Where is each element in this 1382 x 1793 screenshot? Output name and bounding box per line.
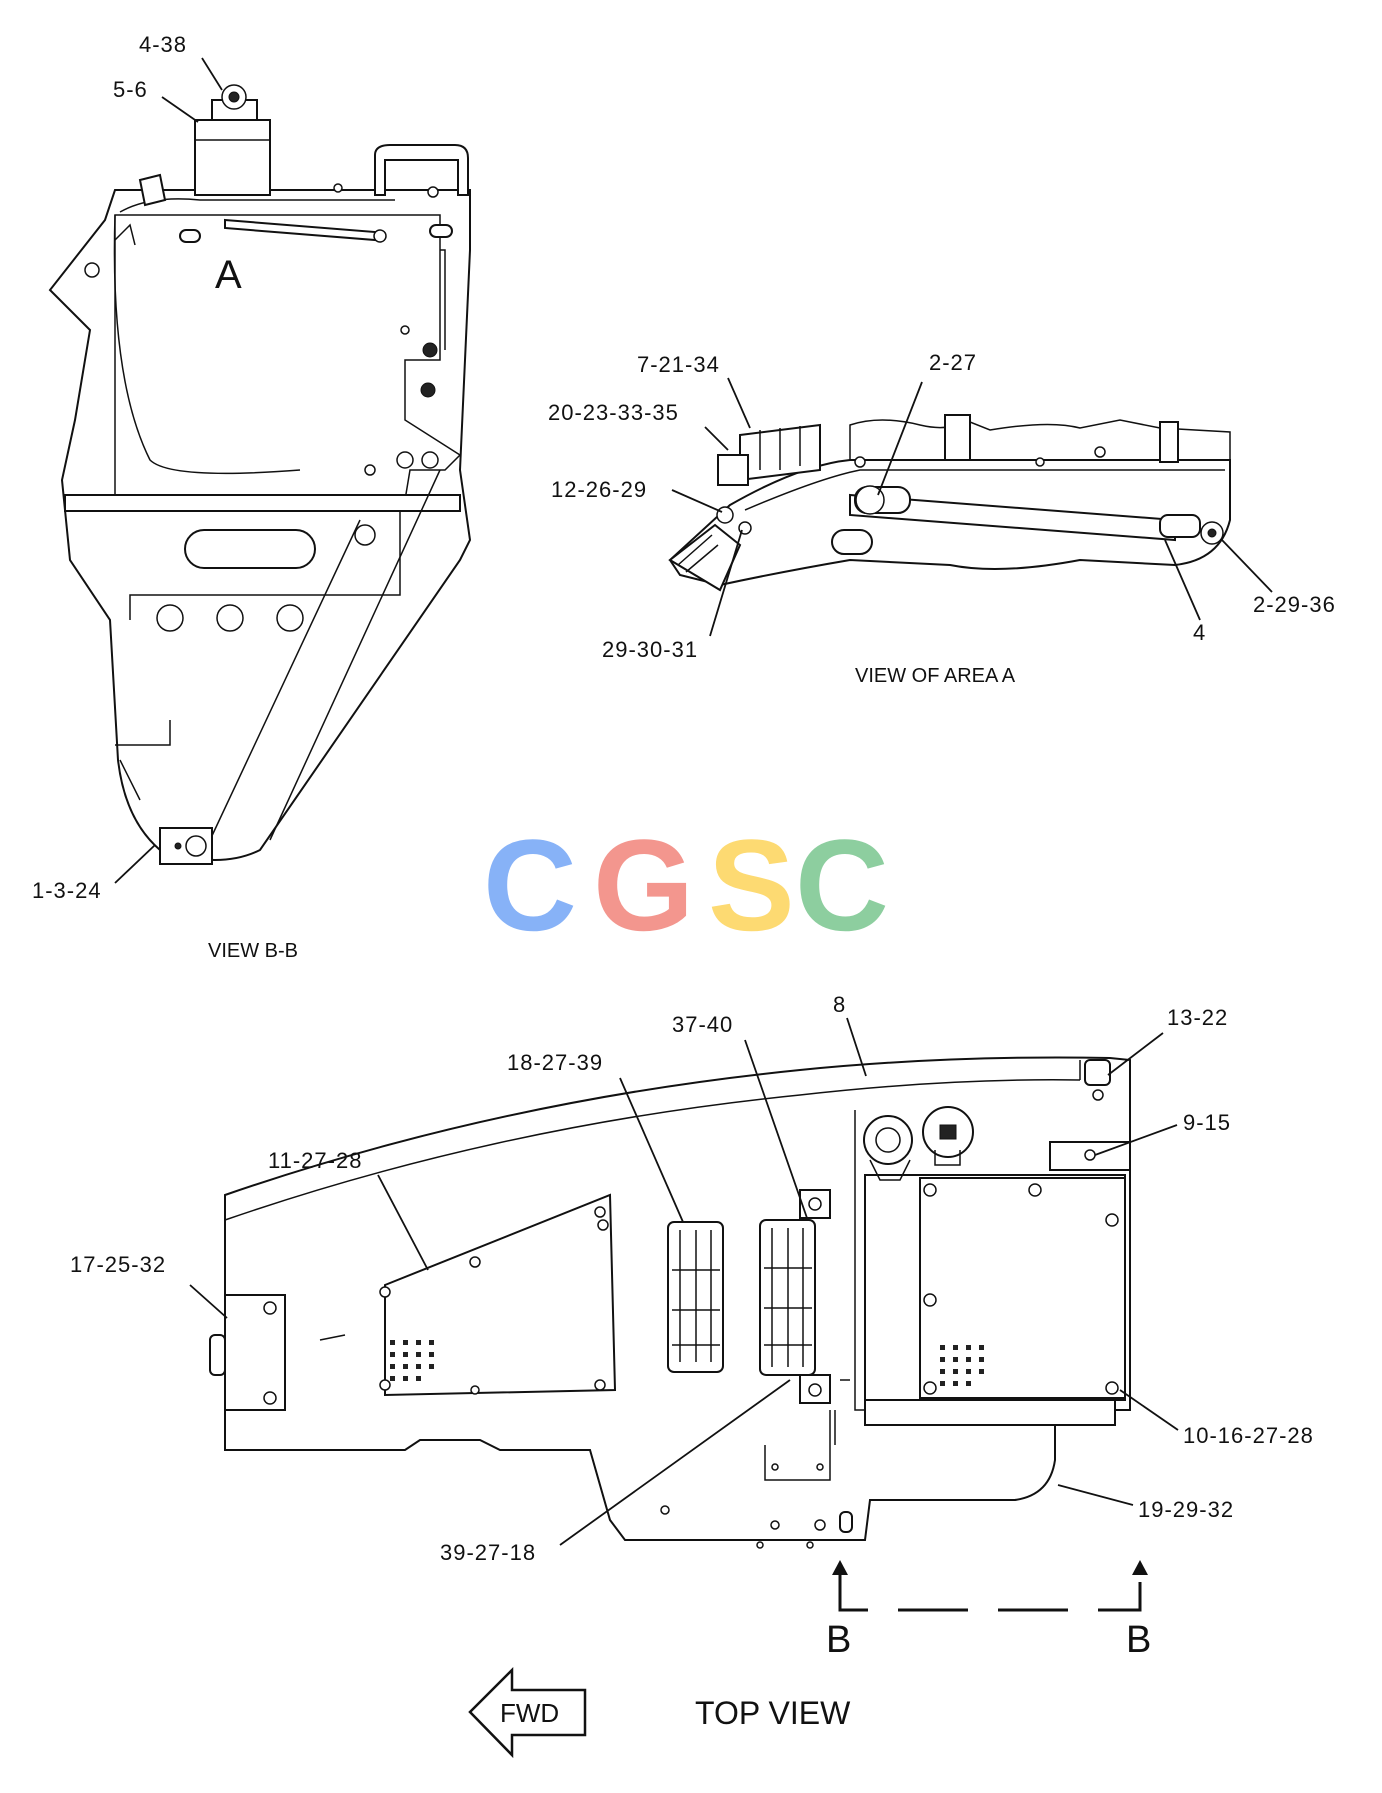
leader-17-25-32 [189,1284,228,1319]
view-area-a: 7-21-34 2-27 20-23-33-35 12-26-29 29-30-… [548,350,1336,687]
leader-10-16-27-28 [1119,1389,1179,1431]
leader-18-27-39 [619,1077,684,1223]
fwd-label: FWD [500,1698,559,1728]
leader-1-3-24 [114,844,156,884]
callout-12-26-29: 12-26-29 [551,477,647,502]
leader-9-15 [1094,1124,1178,1156]
watermark-letter-s: S [708,812,795,958]
leader-19-29-32 [1057,1484,1134,1506]
watermark-letter-c1: C [483,812,577,958]
callout-11-27-28: 11-27-28 [268,1148,362,1173]
callout-2-29-36: 2-29-36 [1253,592,1336,617]
callout-2-27: 2-27 [929,350,977,375]
callout-20-23-33-35: 20-23-33-35 [548,400,679,425]
view-area-a-caption: VIEW OF AREA A [855,665,1016,687]
leader-4-38 [201,57,223,91]
callout-4: 4 [1193,620,1206,645]
callout-29-30-31: 29-30-31 [602,637,698,662]
callout-7-21-34: 7-21-34 [637,352,720,377]
leader-2-27 [877,381,923,496]
callout-10-16-27-28: 10-16-27-28 [1183,1423,1314,1448]
fwd-arrow [468,1666,587,1759]
section-mark-b-right: B [1126,1619,1151,1661]
leader-39-27-18 [559,1379,791,1546]
callout-19-29-32: 19-29-32 [1138,1497,1234,1522]
top-view: 8 37-40 13-22 18-27-39 9-15 11-27-28 17-… [70,992,1314,1759]
cgsc-watermark: C G S C [483,812,889,958]
leader-11-27-28 [377,1174,429,1271]
section-arrow-right [1132,1560,1148,1575]
section-mark-b-left: B [826,1619,851,1661]
callout-17-25-32: 17-25-32 [70,1252,166,1277]
leader-29-30-31 [709,529,743,637]
callout-8: 8 [833,992,846,1017]
left-panel-grid [390,1340,434,1381]
watermark-letter-g: G [593,812,694,958]
section-arrow-left [832,1560,848,1575]
callout-9-15: 9-15 [1183,1110,1231,1135]
leader-13-22 [1107,1032,1164,1076]
leader-2-29-36 [1221,539,1273,593]
callout-37-40: 37-40 [672,1012,733,1037]
callout-1-3-24: 1-3-24 [32,878,102,903]
callout-4-38: 4-38 [139,32,187,57]
watermark-letter-c2: C [795,812,889,958]
view-bb: A 4-38 5-6 1-3-24 VIEW B-B [32,32,472,962]
leader-20-23-33-35 [704,426,729,451]
leader-7-21-34 [727,377,751,429]
leader-12-26-29 [671,489,723,513]
leader-8 [846,1017,867,1077]
callout-39-27-18: 39-27-18 [440,1540,536,1565]
leader-5-6 [161,96,199,123]
callout-13-22: 13-22 [1167,1005,1228,1030]
leader-4 [1164,539,1201,621]
top-view-caption: TOP VIEW [695,1695,851,1731]
right-box-grid [940,1345,984,1386]
leader-37-40 [744,1039,808,1219]
callout-5-6: 5-6 [113,77,148,102]
callout-18-27-39: 18-27-39 [507,1050,603,1075]
area-a-marker: A [215,253,242,297]
section-line-b-b [838,1568,1142,1612]
view-bb-caption: VIEW B-B [208,940,298,962]
